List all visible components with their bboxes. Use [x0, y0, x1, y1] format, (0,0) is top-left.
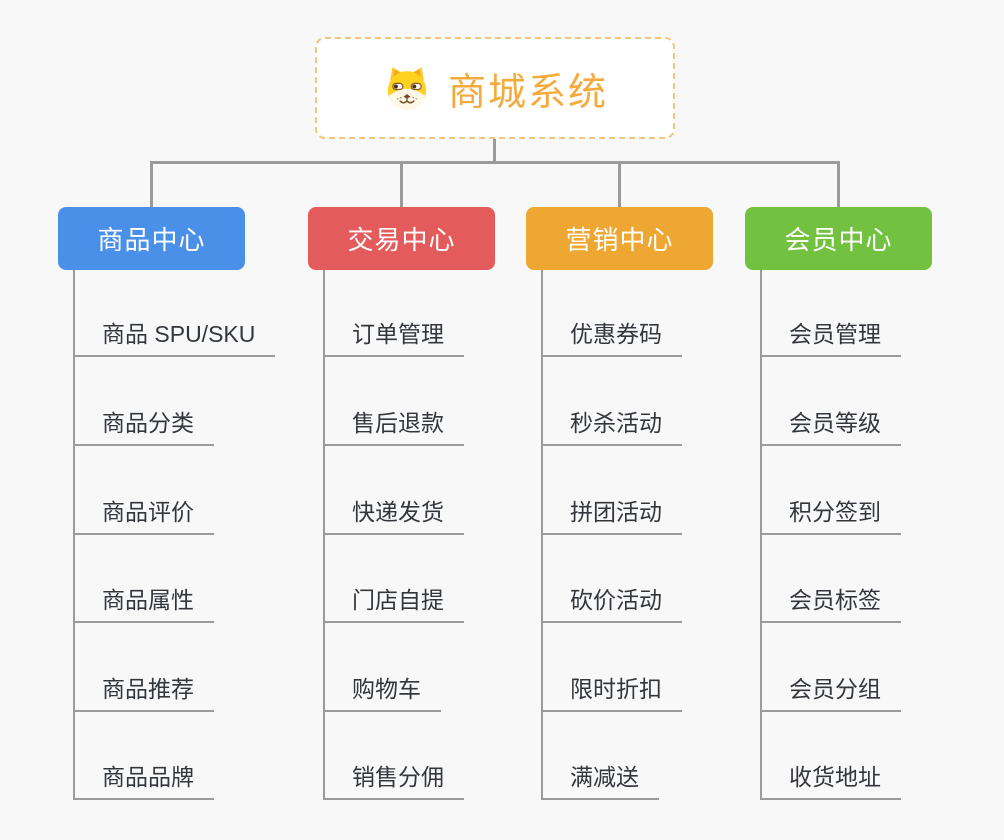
subtopic-node[interactable]: 商品 SPU/SKU — [73, 320, 276, 357]
root-topic-title: 商城系统 — [447, 71, 608, 114]
subtopic-node[interactable]: 售后退款 — [323, 409, 464, 446]
branch-node-trade[interactable]: 交易中心 — [308, 207, 495, 270]
subtopic-node[interactable]: 销售分佣 — [323, 763, 464, 800]
root-topic-node[interactable]: 商城系统 — [315, 37, 675, 139]
subtopic-node[interactable]: 限时折扣 — [541, 675, 682, 712]
subtopic-node[interactable]: 优惠券码 — [541, 320, 682, 357]
connector-drop-3 — [618, 161, 621, 207]
branch-spine — [73, 270, 75, 800]
branch-node-member[interactable]: 会员中心 — [745, 207, 932, 270]
subtopic-node[interactable]: 快递发货 — [323, 498, 464, 535]
connector-drop-1 — [150, 161, 153, 207]
branch-spine — [541, 270, 543, 800]
subtopic-node[interactable]: 积分签到 — [760, 498, 901, 535]
branch-spine — [760, 270, 762, 800]
subtopic-node[interactable]: 商品品牌 — [73, 763, 214, 800]
connector-drop-4 — [837, 161, 840, 207]
dog-face-icon — [387, 67, 427, 110]
subtopic-node[interactable]: 收货地址 — [760, 763, 901, 800]
subtopic-node[interactable]: 秒杀活动 — [541, 409, 682, 446]
connector-bus — [150, 161, 840, 164]
connector-drop-2 — [400, 161, 403, 207]
subtopic-node[interactable]: 会员标签 — [760, 586, 901, 623]
subtopic-node[interactable]: 订单管理 — [323, 320, 464, 357]
subtopic-node[interactable]: 门店自提 — [323, 586, 464, 623]
subtopic-node[interactable]: 购物车 — [323, 675, 441, 712]
branch-spine — [323, 270, 325, 800]
subtopic-node[interactable]: 满减送 — [541, 763, 659, 800]
subtopic-node[interactable]: 砍价活动 — [541, 586, 682, 623]
branch-node-product[interactable]: 商品中心 — [58, 207, 245, 270]
subtopic-node[interactable]: 商品评价 — [73, 498, 214, 535]
subtopic-node[interactable]: 商品属性 — [73, 586, 214, 623]
subtopic-node[interactable]: 会员管理 — [760, 320, 901, 357]
branch-node-marketing[interactable]: 营销中心 — [526, 207, 713, 270]
connector-root-stem — [493, 139, 496, 163]
subtopic-node[interactable]: 拼团活动 — [541, 498, 682, 535]
subtopic-node[interactable]: 会员分组 — [760, 675, 901, 712]
subtopic-node[interactable]: 会员等级 — [760, 409, 901, 446]
subtopic-node[interactable]: 商品分类 — [73, 409, 214, 446]
subtopic-node[interactable]: 商品推荐 — [73, 675, 214, 712]
